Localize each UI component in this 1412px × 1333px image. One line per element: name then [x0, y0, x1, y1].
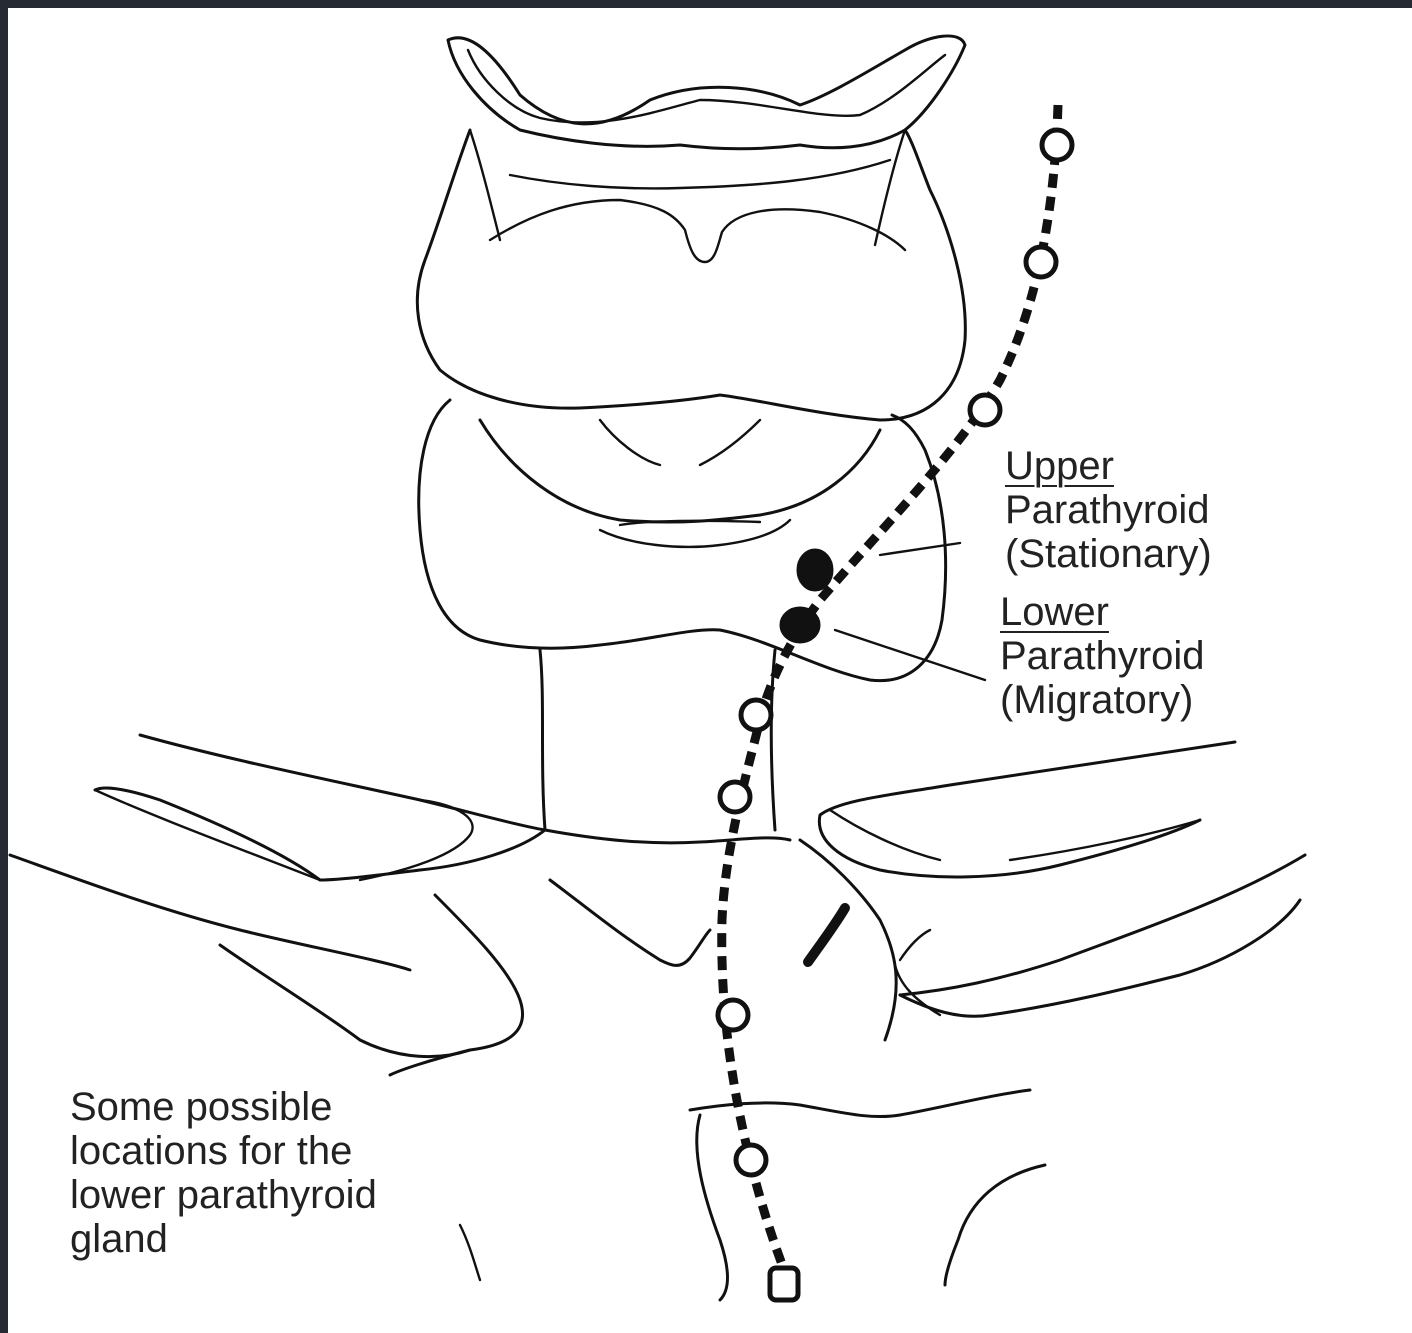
cricoid-notch — [600, 420, 760, 465]
caption: Some possible locations for the lower pa… — [70, 1085, 377, 1261]
ectopic-gland-2 — [1026, 247, 1056, 277]
caption-line1: Some possible — [70, 1085, 377, 1129]
ectopic-gland-4 — [741, 700, 771, 730]
upper-label-title: Upper — [1005, 444, 1212, 488]
thyroid-isthmus — [600, 520, 790, 547]
thyroid-cartilage-outline — [417, 130, 965, 420]
lower-label-title: Lower — [1000, 590, 1205, 634]
left-rib-lower — [220, 945, 470, 1057]
ectopic-gland-7 — [736, 1145, 766, 1175]
ectopic-gland-1 — [1042, 130, 1072, 160]
pericardium-line — [460, 1225, 480, 1280]
manubrium-left — [550, 880, 710, 965]
ectopic-gland-5 — [720, 782, 750, 812]
thyroid-side-left — [470, 130, 500, 240]
thyroid-gland-outline — [419, 400, 946, 681]
upper-parathyroid-gland — [798, 550, 832, 590]
thyroid-side-right — [875, 130, 905, 245]
sternal-angle-bar — [808, 908, 845, 962]
lower-parathyroid-gland — [781, 608, 819, 642]
ectopic-gland-3 — [970, 395, 1000, 425]
left-first-rib — [390, 895, 523, 1075]
brachiocephalic-left — [697, 1115, 728, 1300]
upper-label-line3: (Stationary) — [1005, 532, 1212, 576]
right-first-rib — [900, 900, 1300, 1016]
left-clavicle — [95, 735, 545, 880]
thyroid-upper-edge — [510, 160, 890, 188]
upper-parathyroid-label: Upper Parathyroid (Stationary) — [1005, 444, 1212, 576]
lower-label-line2: Parathyroid — [1000, 634, 1205, 678]
heart-outline-right — [945, 1165, 1045, 1285]
epiglottis-outline — [448, 36, 965, 149]
sternal-notch — [545, 830, 790, 843]
cricoid-cartilage — [480, 420, 880, 522]
upper-label-line2: Parathyroid — [1005, 488, 1212, 532]
left-clavicle-inner — [95, 790, 473, 880]
ectopic-gland-8 — [770, 1268, 798, 1300]
caption-line4: gland — [70, 1217, 377, 1261]
caption-line3: lower parathyroid — [70, 1173, 377, 1217]
upper-leader-line — [880, 543, 960, 555]
trachea-left-wall — [540, 650, 545, 830]
right-clavicle-inner — [830, 810, 1200, 860]
lower-parathyroid-label: Lower Parathyroid (Migratory) — [1000, 590, 1205, 722]
lower-label-line3: (Migratory) — [1000, 678, 1205, 722]
laryngeal-prominence — [490, 200, 905, 262]
ectopic-gland-6 — [718, 1000, 748, 1030]
left-shoulder-outline — [10, 855, 410, 970]
caption-line2: locations for the — [70, 1129, 377, 1173]
